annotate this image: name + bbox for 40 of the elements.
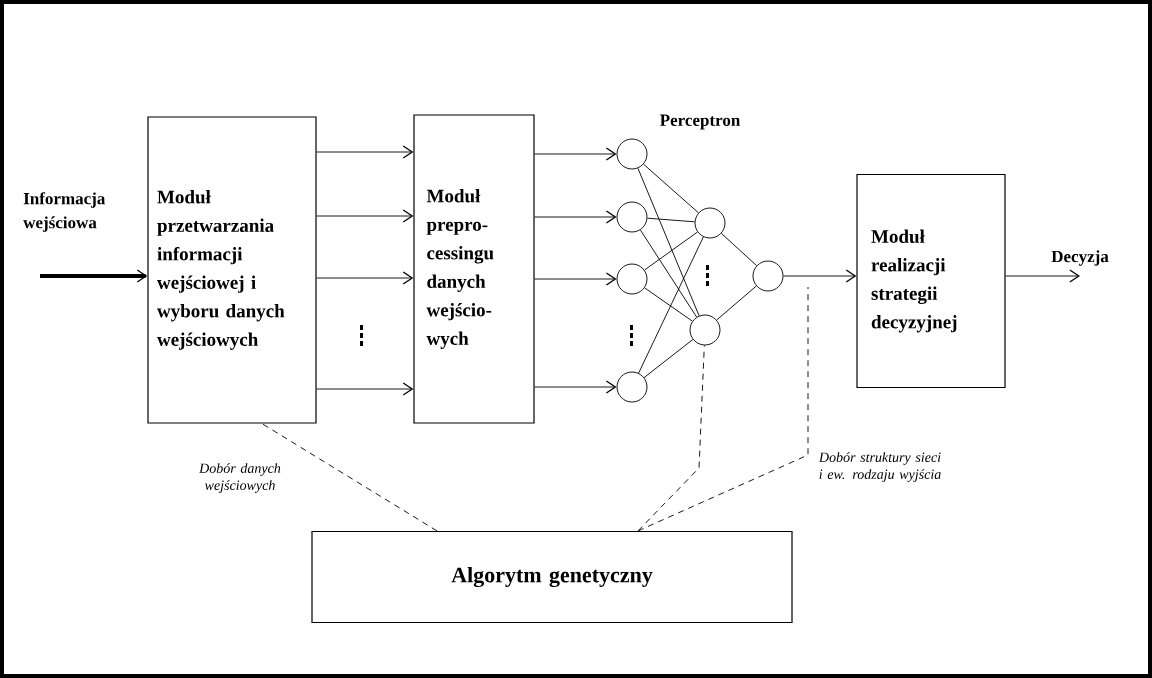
module-box: Moduł przetwarzania informacji wejściowej i wyboru danych wejściowych — [147, 116, 317, 424]
connection-line — [644, 231, 698, 271]
neuron-circle — [616, 371, 648, 403]
arrow — [534, 380, 617, 394]
neuron-circle — [689, 314, 721, 346]
arrow — [534, 272, 617, 286]
arrow — [40, 269, 148, 283]
connection-line — [720, 233, 758, 267]
connection-line — [646, 217, 696, 223]
module-box: Algorytm genetyczny — [311, 530, 793, 624]
module-box: Moduł prepro- cessingu danych wejścio- wych — [413, 114, 535, 424]
arrow — [316, 382, 414, 396]
dashed-line — [261, 423, 438, 532]
edge-label: Dobór danych wejściowych — [199, 463, 281, 493]
arrow — [316, 271, 414, 285]
connection-line — [638, 236, 704, 374]
connection-line — [639, 229, 698, 318]
neuron-circle — [752, 260, 784, 292]
arrow — [316, 209, 414, 223]
dashed-line — [637, 345, 705, 532]
module-box: Moduł realizacji strategii decyzyjnej — [856, 173, 1006, 389]
connection-line — [643, 163, 699, 214]
edge-label: Decyzja — [1051, 250, 1109, 266]
neuron-circle — [694, 207, 726, 239]
edge-label: Dobór struktury sieci i ew. rodzaju wyjścia — [818, 452, 941, 482]
neuron-circle — [616, 138, 648, 170]
connection-line — [637, 167, 700, 317]
arrow — [783, 269, 857, 283]
arrow — [316, 145, 414, 159]
arrow — [1005, 269, 1080, 283]
connection-line — [643, 339, 694, 378]
neuron-circle — [616, 201, 648, 233]
network-title: Perceptron — [660, 114, 741, 130]
edge-label: Informacja wejściowa — [23, 192, 106, 232]
connection-line — [716, 285, 757, 321]
connection-line — [644, 287, 693, 322]
dashed-line — [637, 286, 809, 532]
neuron-circle — [616, 263, 648, 295]
arrow — [534, 210, 617, 224]
arrow — [534, 147, 617, 161]
